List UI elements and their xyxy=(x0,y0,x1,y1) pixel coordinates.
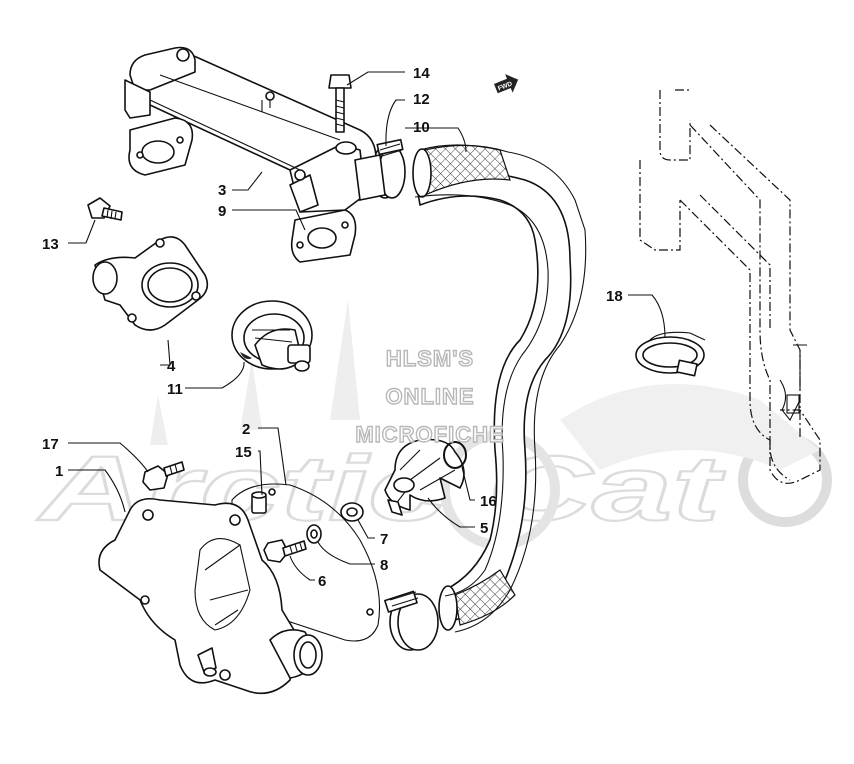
bolt-13 xyxy=(87,197,123,221)
hose-clamp-lower xyxy=(384,590,439,651)
seal-7 xyxy=(340,502,364,522)
bolt-6 xyxy=(263,539,307,563)
hose-clamp-18 xyxy=(635,331,706,377)
callout-14: 14 xyxy=(413,65,430,82)
water-outlet-manifold-3 xyxy=(124,46,386,263)
callout-1: 1 xyxy=(55,463,63,480)
watermark-line-1: HLSM'S xyxy=(386,346,474,371)
callout-18: 18 xyxy=(606,288,623,305)
callout-9: 9 xyxy=(218,203,226,220)
hose-routing-reference xyxy=(639,89,821,484)
microfiche-watermark: HLSM'S ONLINE MICROFICHE xyxy=(355,345,505,447)
callout-3: 3 xyxy=(218,182,226,199)
water-pump-housing-1 xyxy=(98,497,323,695)
callout-12: 12 xyxy=(413,91,430,108)
bolt-17 xyxy=(142,461,185,491)
thermostat-11 xyxy=(231,300,313,372)
callout-11: 11 xyxy=(167,381,183,398)
callout-labels: 14 12 10 3 9 13 4 11 18 2 15 17 1 16 5 7… xyxy=(42,65,623,590)
bolt-14 xyxy=(328,74,352,133)
watermark-line-2: ONLINE xyxy=(385,384,474,409)
callout-2: 2 xyxy=(242,421,250,438)
forward-arrow-marker: FWD xyxy=(494,74,519,94)
dowel-pin-15 xyxy=(251,491,267,514)
snap-ring-16 xyxy=(443,441,467,469)
callout-7: 7 xyxy=(380,531,388,548)
washer-8 xyxy=(306,524,322,544)
callout-13: 13 xyxy=(42,236,59,253)
callout-8: 8 xyxy=(380,557,388,574)
thermostat-housing-4 xyxy=(92,236,209,331)
leader-lines xyxy=(68,71,666,581)
callout-16: 16 xyxy=(480,493,497,510)
callout-4: 4 xyxy=(167,358,176,375)
callout-6: 6 xyxy=(318,573,326,590)
callout-15: 15 xyxy=(235,444,252,461)
watermark-line-3: MICROFICHE xyxy=(355,422,504,447)
callout-17: 17 xyxy=(42,436,59,453)
callout-5: 5 xyxy=(480,520,488,537)
callout-10: 10 xyxy=(413,119,430,136)
radiator-hose-10 xyxy=(412,144,587,633)
